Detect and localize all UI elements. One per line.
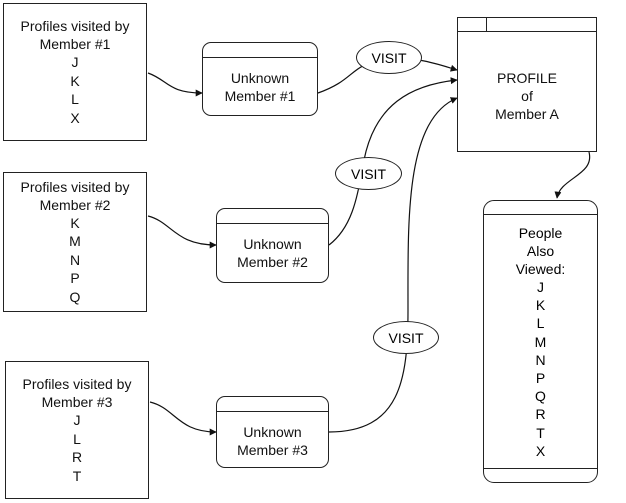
visit-label-1: VISIT <box>356 41 422 74</box>
viewed-letter: Q <box>535 388 546 405</box>
visited-letter: K <box>70 72 80 89</box>
profile-member: Member A <box>495 106 559 122</box>
unknown-member-2-node: Unknown Member #2 <box>216 208 329 283</box>
connector-unknown3-to-profile <box>328 97 458 433</box>
visited-letter: N <box>69 251 81 268</box>
viewed-letter: L <box>536 315 545 332</box>
connector-list1-to-unknown1 <box>147 72 203 97</box>
window-title-bar <box>458 18 596 32</box>
panel-bottom-band <box>484 468 597 482</box>
profile-member-a-window: PROFILE of Member A <box>457 17 597 152</box>
visited-list-member: Member #2 <box>39 196 111 213</box>
visited-list-member-1: Profiles visited by Member #1 J K L X <box>3 3 147 141</box>
viewed-letter: M <box>534 333 547 350</box>
viewed-letter: N <box>535 351 546 368</box>
node-header-bar <box>203 43 317 58</box>
visited-list-title: Profiles visited by <box>20 18 130 34</box>
visited-letter: T <box>72 467 82 484</box>
people-also-heading-2: Also <box>526 243 555 259</box>
visit-label-2: VISIT <box>335 157 402 190</box>
unknown-member-1-node: Unknown Member #1 <box>202 42 318 116</box>
people-also-heading-3: Viewed: <box>515 261 566 277</box>
connector-list2-to-unknown2 <box>147 215 217 249</box>
connector-profile-to-people-also <box>554 151 591 199</box>
panel-top-band <box>484 201 597 215</box>
visited-list-title: Profiles visited by <box>22 376 132 392</box>
visited-letter: L <box>71 91 79 107</box>
people-also-heading-1: People <box>518 225 563 241</box>
node-header-bar <box>217 209 328 224</box>
visited-letter: P <box>70 270 80 287</box>
profile-title: PROFILE <box>497 70 557 86</box>
people-also-viewed-panel: People Also Viewed: J K L M N P Q R T X <box>483 200 598 483</box>
viewed-letter: T <box>536 424 545 441</box>
visited-list-title: Profiles visited by <box>20 178 130 195</box>
visited-list-member: Member #3 <box>41 394 113 410</box>
node-header-bar <box>217 397 328 412</box>
unknown-member-label: Unknown <box>243 236 302 252</box>
unknown-member-number: Member #1 <box>224 88 296 104</box>
connector-list3-to-unknown3 <box>149 401 217 436</box>
viewed-letter: R <box>535 406 546 423</box>
visited-letter: M <box>69 233 81 250</box>
unknown-member-number: Member #2 <box>237 254 308 270</box>
visited-list-member: Member #1 <box>39 36 111 52</box>
viewed-letter: X <box>535 442 546 459</box>
unknown-member-3-node: Unknown Member #3 <box>216 396 329 468</box>
visited-list-member-3: Profiles visited by Member #3 J L R T <box>5 361 149 499</box>
unknown-member-label: Unknown <box>230 70 290 86</box>
viewed-letter: P <box>535 370 546 387</box>
visited-letter: J <box>73 412 81 428</box>
visited-letter: J <box>71 54 79 70</box>
visit-label-3: VISIT <box>373 321 439 354</box>
unknown-member-number: Member #3 <box>237 442 308 458</box>
visited-list-member-2: Profiles visited by Member #2 K M N P Q <box>3 172 147 312</box>
visited-letter: R <box>71 449 83 465</box>
visited-letter: K <box>70 214 80 231</box>
visited-letter: X <box>70 109 80 126</box>
viewed-letter: J <box>537 279 544 295</box>
profile-of: of <box>521 88 533 104</box>
unknown-member-label: Unknown <box>243 424 302 440</box>
visited-letter: Q <box>69 288 81 305</box>
visited-letter: L <box>73 430 81 447</box>
viewed-letter: K <box>535 297 546 314</box>
